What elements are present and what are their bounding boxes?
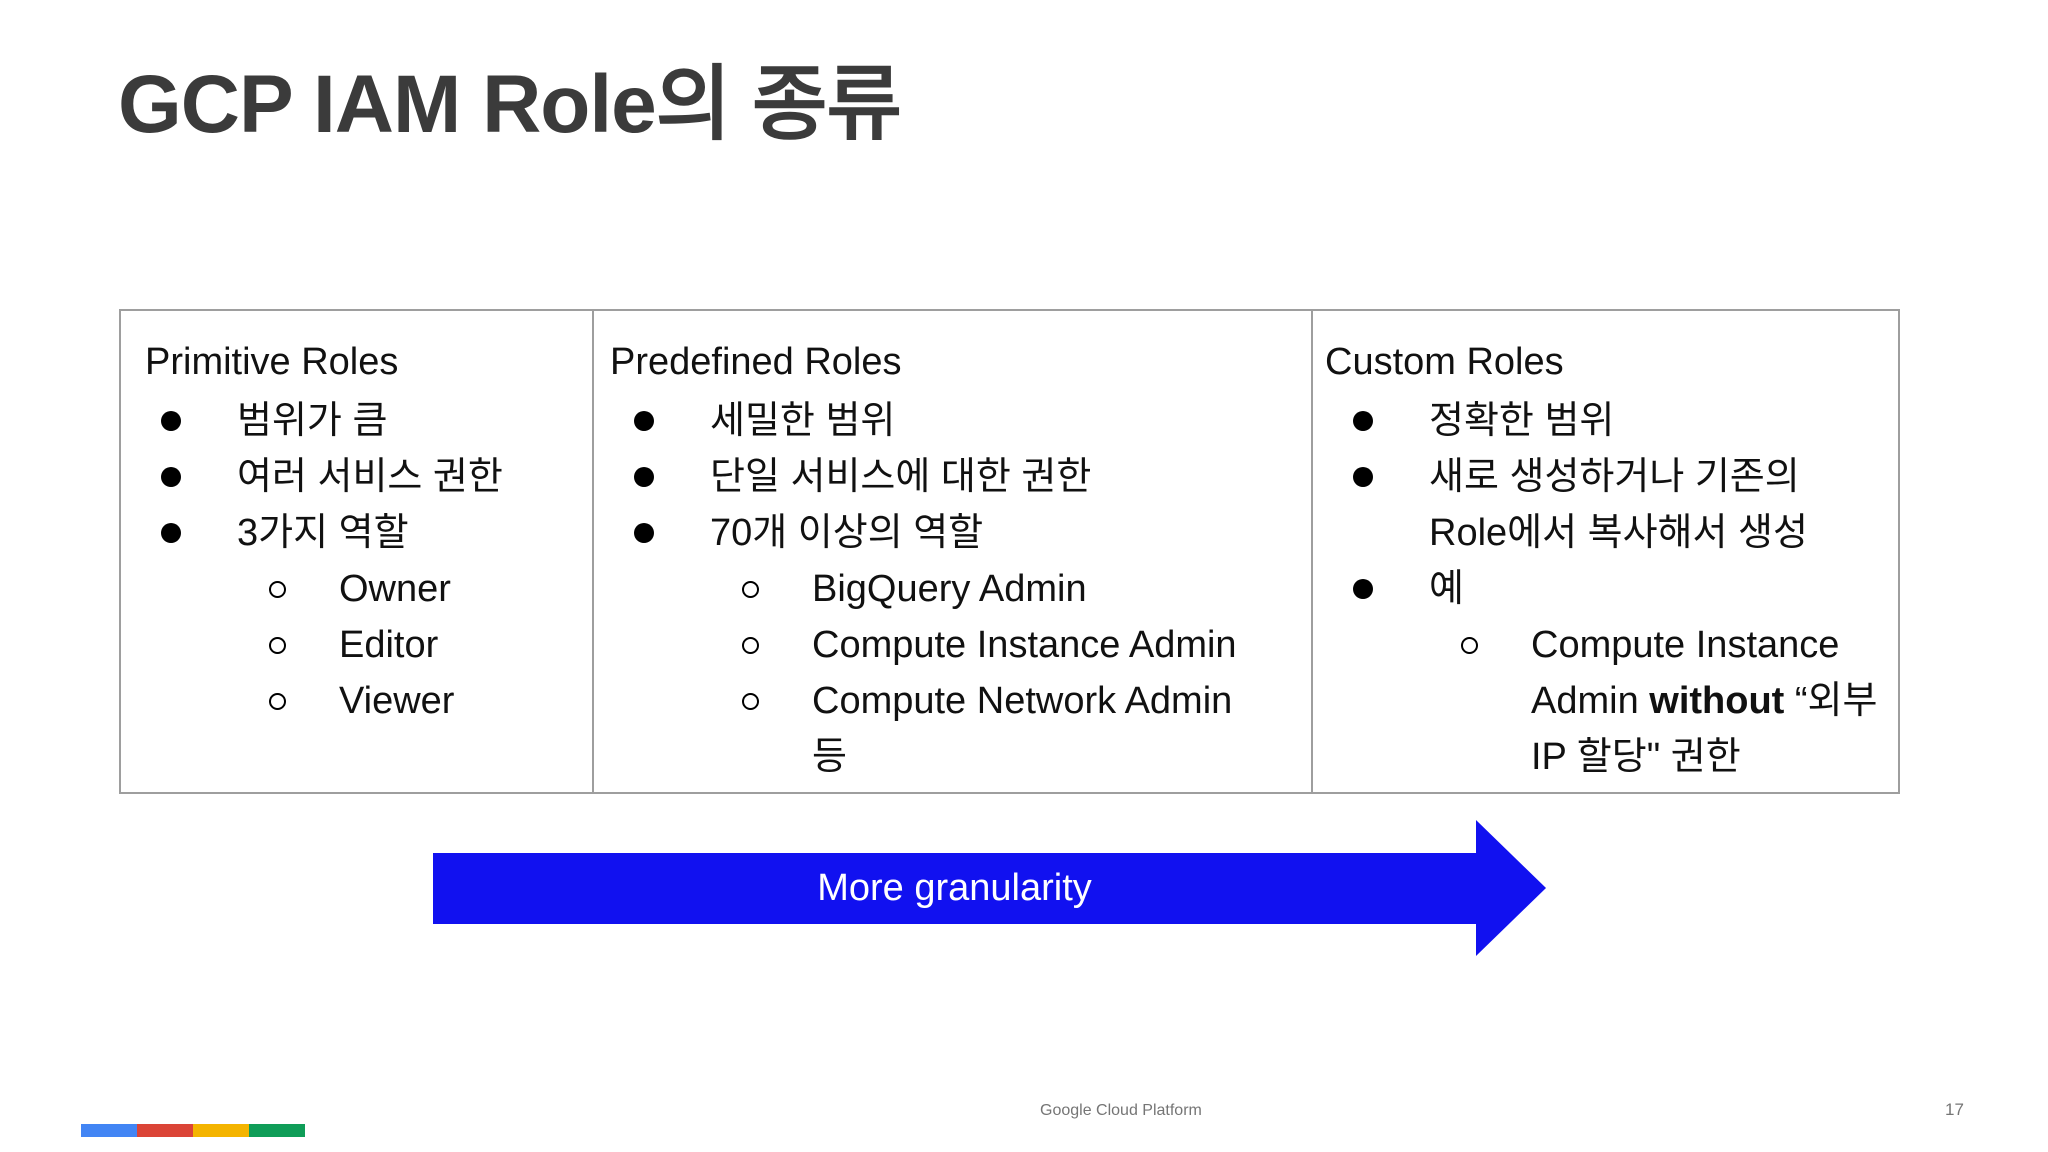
bullet-item: 새로 생성하거나 기존의 Role에서 복사해서 생성 — [1313, 449, 1898, 561]
filled-bullet-icon — [634, 467, 654, 487]
filled-bullet-icon — [1353, 579, 1373, 599]
bullet-text: Compute Instance Admin without “외부 IP 할당… — [1531, 624, 1878, 778]
hollow-bullet-icon — [269, 581, 286, 598]
column-header: Predefined Roles — [610, 341, 902, 383]
arrow-label: More granularity — [817, 867, 1092, 909]
bullet-text: Owner — [339, 568, 451, 610]
slide-page-number: 17 — [1945, 1100, 1964, 1119]
sub-bullet-item: Owner — [121, 561, 592, 617]
filled-bullet-icon — [161, 467, 181, 487]
arrow-head-icon — [1476, 820, 1546, 956]
bullet-text: 여러 서비스 권한 — [237, 456, 503, 498]
bullet-item: 범위가 큼 — [121, 393, 592, 449]
bullet-item: 70개 이상의 역할 — [594, 505, 1311, 561]
hollow-bullet-icon — [742, 693, 759, 710]
hollow-bullet-icon — [742, 637, 759, 654]
hollow-bullet-icon — [269, 637, 286, 654]
sub-bullet-item: Editor — [121, 617, 592, 673]
hollow-bullet-icon — [1461, 637, 1478, 654]
filled-bullet-icon — [161, 523, 181, 543]
bullet-item: 정확한 범위 — [1313, 393, 1898, 449]
filled-bullet-icon — [1353, 467, 1373, 487]
more-granularity-arrow-body: More granularity — [433, 853, 1476, 924]
column-header: Custom Roles — [1325, 341, 1564, 383]
bullet-item: 단일 서비스에 대한 권한 — [594, 449, 1311, 505]
sub-bullet-item: Viewer — [121, 673, 592, 729]
filled-bullet-icon — [634, 411, 654, 431]
bullet-text: 정확한 범위 — [1429, 400, 1615, 442]
bullet-text: 세밀한 범위 — [710, 400, 896, 442]
page-title: GCP IAM Role의 종류 — [118, 59, 902, 150]
bullet-item: 예 — [1313, 561, 1898, 617]
logo-color-segment — [137, 1124, 193, 1137]
logo-color-segment — [81, 1124, 137, 1137]
sub-bullet-item: BigQuery Admin — [594, 561, 1311, 617]
bullet-text: Editor — [339, 624, 439, 666]
sub-bullet-item: Compute Instance Admin without “외부 IP 할당… — [1313, 617, 1898, 785]
bullet-text: 70개 이상의 역할 — [710, 512, 984, 554]
google-color-bar-logo — [81, 1124, 305, 1137]
footer-brand-text: Google Cloud Platform — [1040, 1102, 1202, 1119]
bullet-text: Compute Network Admin 등 — [812, 680, 1233, 778]
bullet-text: 예 — [1429, 568, 1464, 610]
column-header: Primitive Roles — [145, 341, 399, 383]
hollow-bullet-icon — [742, 581, 759, 598]
bullet-text: Viewer — [339, 680, 455, 722]
bullet-text: BigQuery Admin — [812, 568, 1087, 610]
logo-color-segment — [249, 1124, 305, 1137]
sub-bullet-item: Compute Network Admin 등 — [594, 673, 1311, 785]
bullet-item: 3가지 역할 — [121, 505, 592, 561]
bullet-item: 세밀한 범위 — [594, 393, 1311, 449]
bullet-text: 범위가 큼 — [237, 400, 388, 442]
bullet-text: 새로 생성하거나 기존의 Role에서 복사해서 생성 — [1429, 456, 1808, 554]
bullet-item: 여러 서비스 권한 — [121, 449, 592, 505]
filled-bullet-icon — [1353, 411, 1373, 431]
sub-bullet-item: Compute Instance Admin — [594, 617, 1311, 673]
bullet-text: 단일 서비스에 대한 권한 — [710, 456, 1092, 498]
bullet-text: 3가지 역할 — [237, 512, 409, 554]
hollow-bullet-icon — [269, 693, 286, 710]
logo-color-segment — [193, 1124, 249, 1137]
bullet-text: Compute Instance Admin — [812, 624, 1237, 666]
filled-bullet-icon — [634, 523, 654, 543]
filled-bullet-icon — [161, 411, 181, 431]
